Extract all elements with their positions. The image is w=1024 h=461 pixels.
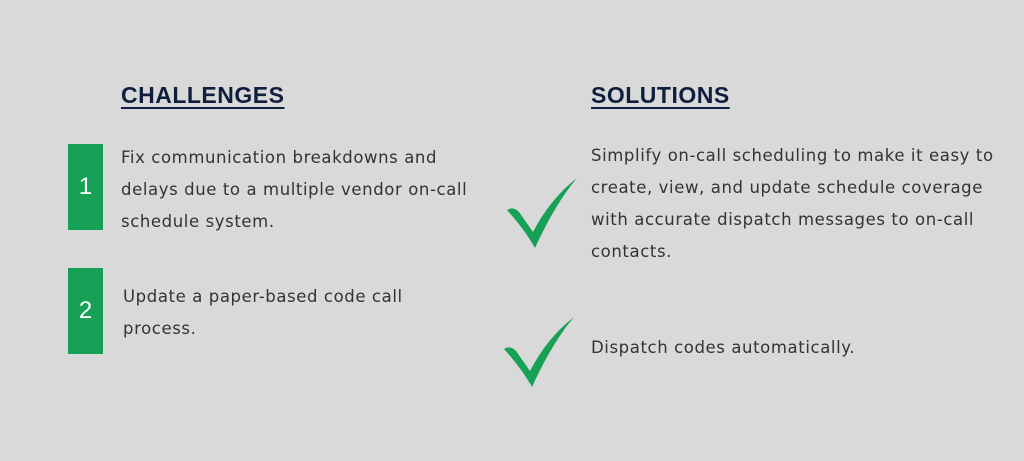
- challenges-heading: CHALLENGES: [121, 82, 285, 108]
- challenge-number-badge: 1: [68, 144, 103, 230]
- solutions-heading: SOLUTIONS: [591, 82, 730, 108]
- challenge-text: Update a paper-based code call process.: [123, 287, 403, 338]
- checkmark-icon: [504, 317, 574, 387]
- challenge-number-badge: 2: [68, 268, 103, 354]
- challenge-text: Fix communication breakdowns and delays …: [121, 148, 468, 231]
- solution-text: Dispatch codes automatically.: [591, 338, 856, 357]
- checkmark-icon: [507, 178, 577, 248]
- solution-text: Simplify on-call scheduling to make it e…: [591, 146, 994, 261]
